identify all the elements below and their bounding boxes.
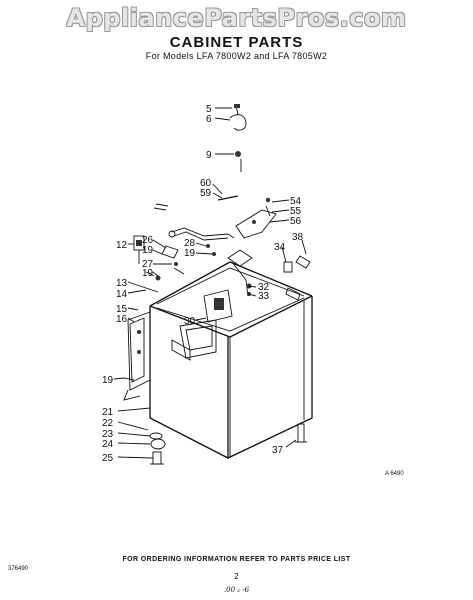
callout-59: 59 xyxy=(200,188,212,199)
callout-60: 60 xyxy=(200,178,212,189)
document-number: 376490 xyxy=(8,566,29,572)
callout-37: 37 xyxy=(272,445,284,456)
top-frame-hardware xyxy=(227,249,301,301)
inlet-valve xyxy=(133,235,145,264)
callout-28: 28 xyxy=(184,238,196,249)
callout-56: 56 xyxy=(290,216,302,227)
callout-25: 25 xyxy=(102,453,114,464)
callout-22: 22 xyxy=(102,418,114,429)
callout-5: 5 xyxy=(206,104,212,115)
cabinet-body xyxy=(149,261,313,460)
page-title: CABINET PARTS xyxy=(169,34,304,51)
right-top-fasteners xyxy=(283,255,311,273)
callout-leaders xyxy=(113,107,307,459)
callout-23: 23 xyxy=(102,429,114,440)
bottom-mark: .00 ₂ -6 xyxy=(223,586,250,594)
callout-19-a: 19 xyxy=(142,245,154,256)
callout-38: 38 xyxy=(292,232,304,243)
callout-24: 24 xyxy=(102,439,114,450)
trim-strip xyxy=(217,195,239,201)
lower-side-screw xyxy=(123,377,135,381)
left-support-assembly xyxy=(123,311,151,401)
fill-hose-assembly xyxy=(153,203,235,241)
callout-55: 55 xyxy=(290,206,302,217)
callout-19-b: 19 xyxy=(184,248,196,259)
screws-and-clips xyxy=(145,244,216,293)
callout-15: 15 xyxy=(116,304,128,315)
callout-27: 27 xyxy=(142,259,154,270)
callout-9: 9 xyxy=(206,150,212,161)
figure-reference: A 6490 xyxy=(385,471,404,477)
callout-12: 12 xyxy=(116,240,128,251)
callout-numbers: 5 6 9 60 59 54 55 56 38 34 12 26 19 28 1… xyxy=(102,104,304,464)
callout-13: 13 xyxy=(116,278,128,289)
motor-bracket xyxy=(179,289,233,359)
callout-34: 34 xyxy=(274,242,286,253)
ordering-note: FOR ORDERING INFORMATION REFER TO PARTS … xyxy=(122,556,351,563)
right-hinge-bracket xyxy=(235,197,277,239)
watermark: AppliancePartsPros.com xyxy=(66,4,407,32)
callout-26: 26 xyxy=(142,235,154,246)
callout-30: 30 xyxy=(184,316,196,327)
rear-leveling-leg xyxy=(295,423,307,443)
callout-54: 54 xyxy=(290,196,302,207)
callout-32: 32 xyxy=(258,282,270,293)
callout-6: 6 xyxy=(206,114,212,125)
callout-33: 33 xyxy=(258,291,270,302)
callout-19-c: 19 xyxy=(142,268,154,279)
top-small-hardware xyxy=(229,104,247,172)
page-number: 2 xyxy=(234,572,239,581)
callout-16: 16 xyxy=(116,314,128,325)
callout-14: 14 xyxy=(116,289,128,300)
callout-21: 21 xyxy=(102,407,114,418)
callout-19-d: 19 xyxy=(102,375,114,386)
front-leveling-leg xyxy=(149,432,166,465)
page-subtitle: For Models LFA 7800W2 and LFA 7805W2 xyxy=(145,51,328,61)
